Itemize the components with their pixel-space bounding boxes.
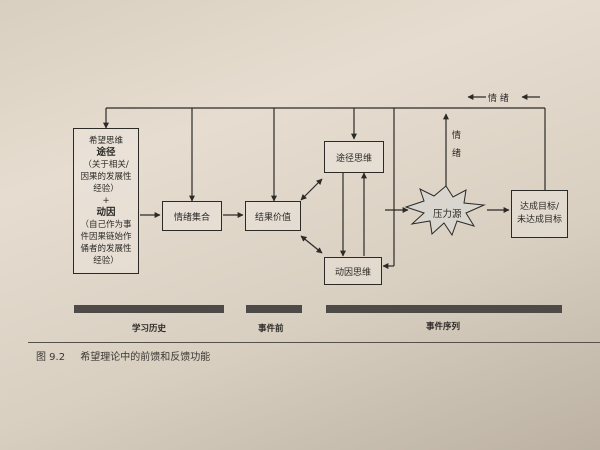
- outcome-agency-arrow: [300, 235, 323, 254]
- outcome-value-label: 结果价值: [254, 212, 291, 223]
- agency-thinking-label: 动因思维: [334, 267, 371, 278]
- agency-thinking-box: 动因思维: [324, 257, 382, 285]
- pathway-thinking-box: 途径思维: [324, 141, 384, 173]
- outcome-pathway-arrow: [300, 178, 323, 201]
- side-emotion-char-2: 绪: [452, 149, 462, 159]
- timeline-sequence-label: 事件序列: [426, 322, 461, 332]
- pathway-desc-2: 因果的发展性: [80, 172, 132, 182]
- hope-thinking-box: 希望思维 途径 （关于相关/ 因果的发展性 经验） + 动因 （自己作为事 件因…: [73, 128, 139, 274]
- timeline-pre-event-label: 事件前: [258, 324, 284, 334]
- feedback-emotion-label: 情 绪: [488, 94, 509, 104]
- caption-rule: [28, 342, 600, 343]
- agency-desc-2: 件因果链始作: [80, 232, 132, 242]
- goal-outcome-box: 达成目标/ 未达成目标: [511, 190, 568, 238]
- pathway-thinking-label: 途径思维: [335, 153, 372, 164]
- figure-caption: 图 9.2 希望理论中的前馈和反馈功能: [36, 348, 210, 363]
- side-emotion-char-1: 情: [452, 131, 462, 141]
- figure-number: 图 9.2: [36, 352, 66, 363]
- stressor-label: 压力源: [433, 209, 462, 220]
- timeline-bar-sequence: [326, 305, 562, 313]
- emotion-set-label: 情绪集合: [173, 212, 210, 223]
- figure-caption-text: 希望理论中的前馈和反馈功能: [80, 352, 211, 363]
- plus-sign: +: [102, 196, 110, 206]
- agency-desc-3: 俑者的发展性: [80, 244, 132, 254]
- emotion-set-box: 情绪集合: [162, 201, 222, 231]
- agency-desc-1: （自己作为事: [80, 220, 132, 230]
- pathway-desc-3: 经验）: [93, 184, 119, 194]
- stressor-burst: [404, 185, 486, 237]
- hope-title: 希望思维: [88, 136, 123, 146]
- outcome-value-box: 结果价值: [245, 201, 301, 231]
- pathway-desc-1: （关于相关/: [83, 160, 129, 170]
- agency-desc-4: 经验）: [93, 256, 119, 266]
- goal-outcome-line-2: 未达成目标: [516, 215, 562, 225]
- goal-outcome-line-1: 达成目标/: [519, 202, 560, 212]
- timeline-bar-learning: [74, 305, 224, 313]
- agency-label: 动因: [96, 207, 116, 218]
- timeline-bar-pre-event: [246, 305, 302, 313]
- timeline-learning-label: 学习历史: [132, 324, 167, 334]
- pathway-label: 途径: [96, 147, 116, 158]
